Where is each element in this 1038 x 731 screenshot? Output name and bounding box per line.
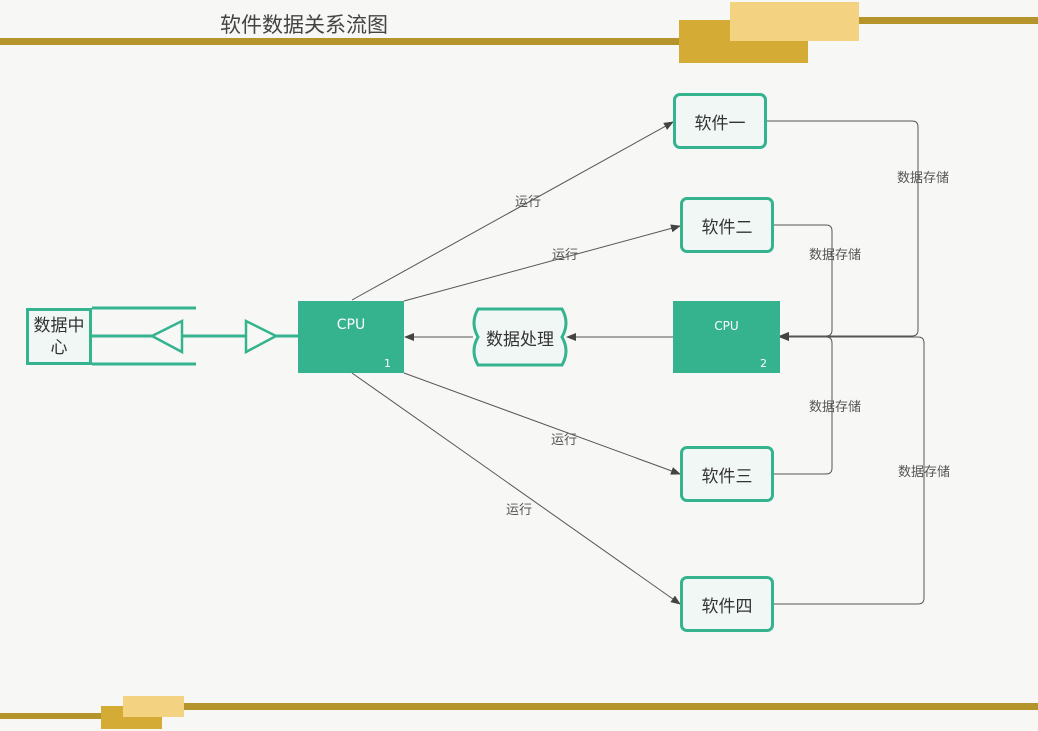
footer-bar-left [0,713,105,719]
process-node[interactable]: 数据处理 [473,309,567,365]
header-bar-right [855,17,1038,24]
cpu2-label: CPU [714,319,739,333]
data-center-node[interactable]: 数据中心 [26,308,92,365]
edge-software2-cpu2 [774,224,833,340]
edge-label-storage-1: 数据存储 [897,171,950,186]
edge-label-run-4: 运行 [506,503,533,518]
edge-software4-cpu2 [774,333,925,605]
cpu1-node[interactable]: CPU 1 [298,301,404,373]
page-title: 软件数据关系流图 [220,13,388,37]
header-block-pale [730,2,859,41]
cpu2-node[interactable]: CPU 2 [673,301,780,373]
software-label-3: 软件三 [701,466,753,487]
footer-bar-right [180,703,1038,710]
cpu1-number: 1 [384,357,391,370]
software-node-3[interactable]: 软件三 [680,446,774,502]
edge-software1-cpu2 [767,120,919,340]
software-node-2[interactable]: 软件二 [680,197,774,253]
triangle-right-icon [244,318,279,355]
process-label: 数据处理 [486,329,554,350]
header-bar-left [0,38,690,45]
cpu2-number: 2 [760,357,767,370]
edge-label-run-3: 运行 [551,433,578,448]
software-label-1: 软件一 [694,113,746,134]
edge-label-run-1: 运行 [515,195,542,210]
edge-cpu1-software1 [351,121,674,301]
software-node-4[interactable]: 软件四 [680,576,774,632]
edge-label-storage-3: 数据存储 [809,400,862,415]
edge-cpu1-software3 [403,372,681,475]
software-label-4: 软件四 [701,596,753,617]
triangle-left-icon [149,318,184,355]
software-label-2: 软件二 [701,217,753,238]
edge-label-storage-2: 数据存储 [809,248,862,263]
cpu1-label: CPU [336,317,366,333]
edge-cpu1-software2 [403,224,681,302]
footer-block-pale [123,696,184,717]
data-center-label: 数据中心 [33,315,85,358]
edge-label-run-2: 运行 [552,248,579,263]
software-node-1[interactable]: 软件一 [673,93,767,149]
process-node-shape [472,307,568,367]
edge-cpu1-software4 [351,372,681,605]
edge-label-storage-4: 数据存储 [898,465,951,480]
